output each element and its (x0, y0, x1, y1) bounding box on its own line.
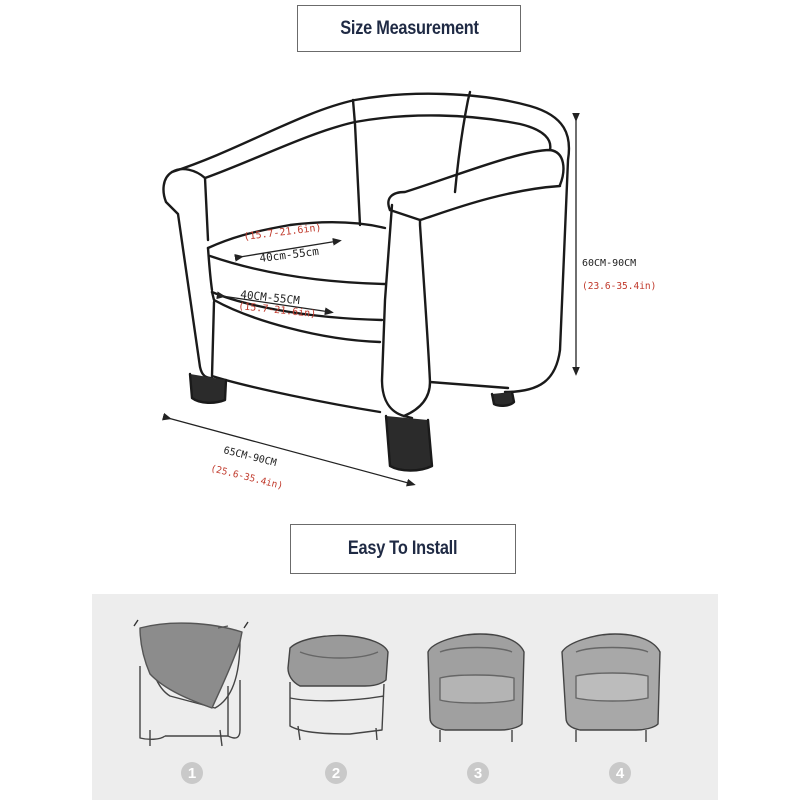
size-measurement-title-box: Size Measurement (297, 5, 521, 52)
width-arrow (161, 412, 416, 487)
step-2-chair (287, 634, 389, 741)
step-3-chair (427, 633, 525, 742)
height-inch-label: (23.6-35.4in) (582, 281, 656, 292)
step-3-number: 3 (467, 762, 489, 784)
seat-depth-arrow (234, 237, 342, 262)
step-4-chair (561, 633, 661, 742)
step-4-number: 4 (609, 762, 631, 784)
chair-left-arm (162, 170, 214, 380)
chair-back-outline (170, 92, 571, 394)
seat-depth-cm-label: 40cm-55cm (259, 245, 320, 265)
chair-seat-cushion (206, 220, 387, 250)
height-cm-label: 60CM-90CM (582, 258, 636, 269)
chair-dimension-diagram: (15.7-21.6in) 40cm-55cm 40CM-55CM (15.7-… (161, 90, 656, 492)
size-measurement-title: Size Measurement (339, 17, 479, 39)
chair-leg-front-left (188, 372, 228, 404)
easy-to-install-title-box: Easy To Install (290, 524, 516, 574)
width-cm-label: 65CM-90CM (222, 445, 277, 469)
step-1-number: 1 (181, 762, 203, 784)
seat-width-arrow (216, 291, 334, 316)
chair-leg-front-right (384, 414, 434, 472)
easy-to-install-title: Easy To Install (348, 538, 458, 559)
seat-width-cm-label: 40CM-55CM (240, 288, 301, 307)
step-2-number: 2 (325, 762, 347, 784)
chair-leg-back-right (490, 390, 516, 407)
chair-right-arm (387, 148, 565, 212)
install-steps-illustration (133, 619, 661, 747)
